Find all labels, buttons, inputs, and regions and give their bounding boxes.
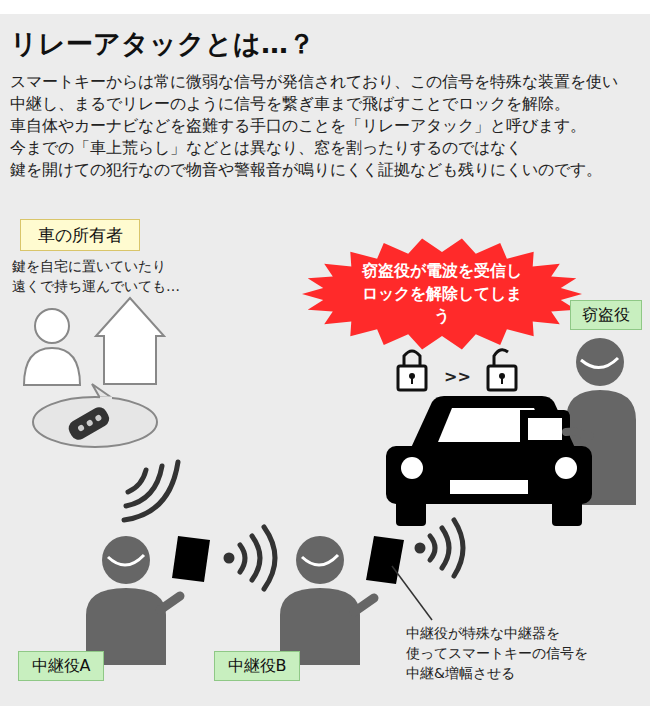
alert-text: 窃盗役が電波を受信し ロックを解除してしまう	[356, 260, 528, 327]
body-text: スマートキーからは常に微弱な信号が発信されており、この信号を特殊な装置を使い	[10, 72, 618, 93]
body-text: 鍵を開けての犯行なので物音や警報音が鳴りにくく証拠なども残りにくいのです。	[10, 160, 602, 181]
tag-text: 窃盗役	[582, 303, 630, 326]
relay-a-tag: 中継役A	[18, 651, 104, 681]
owner-note: 鍵を自宅に置いていたり	[12, 258, 166, 276]
thief-tag: 窃盗役	[570, 300, 642, 330]
relay-note: 使ってスマートキーの信号を	[406, 645, 588, 663]
tag-text: 中継役A	[32, 654, 91, 677]
owner-note: 遠くで持ち運んでいても…	[12, 278, 180, 296]
lock-arrow: >>	[444, 367, 471, 386]
relay-note: 中継&増幅させる	[406, 665, 515, 683]
body-text: 今までの「車上荒らし」などとは異なり、窓を割ったりするのではなく	[10, 138, 522, 159]
title: リレーアタックとは…？	[10, 26, 315, 62]
body-text: 車自体やカーナビなどを盗難する手口のことを「リレーアタック」と呼びます。	[10, 116, 586, 137]
starburst-outline	[302, 239, 582, 350]
relay-b-tag: 中継役B	[214, 651, 300, 681]
relay-note: 中継役が特殊な中継器を	[406, 625, 560, 643]
body-text: 中継し、まるでリレーのように信号を繋ぎ車まで飛ばすことでロックを解除。	[10, 94, 570, 115]
tag-text: 中継役B	[228, 654, 287, 677]
tag-text: 車の所有者	[38, 223, 123, 248]
owner-tag: 車の所有者	[20, 219, 140, 251]
alert-starburst: 窃盗役が電波を受信し ロックを解除してしまう	[300, 236, 584, 352]
